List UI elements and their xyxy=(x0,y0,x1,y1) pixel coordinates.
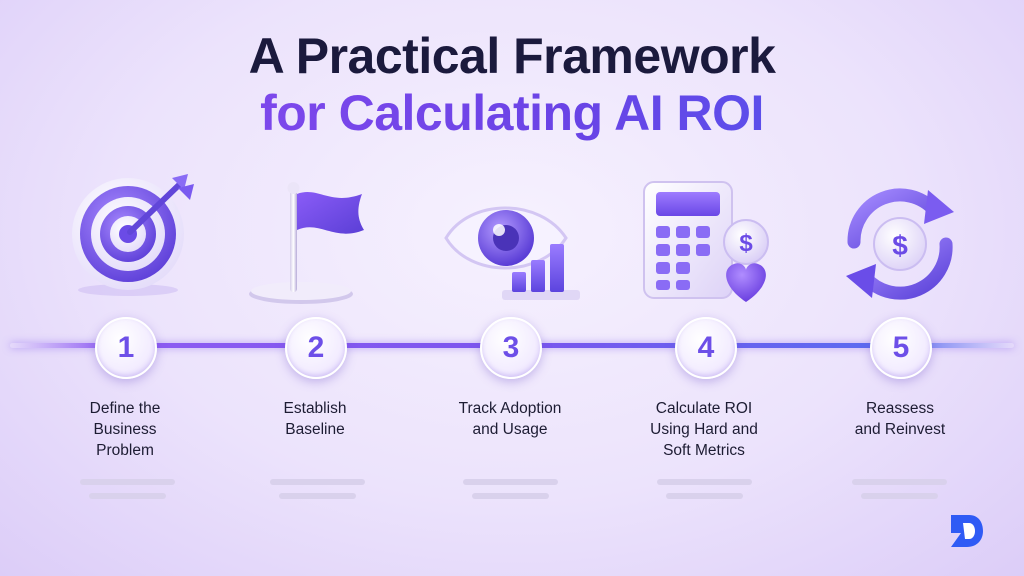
placeholder-bar xyxy=(861,493,938,499)
refresh-dollar-icon: $ xyxy=(846,188,954,300)
placeholder-bar xyxy=(657,479,752,485)
svg-text:$: $ xyxy=(739,230,753,257)
placeholder-bar xyxy=(852,479,947,485)
step-1-number: 1 xyxy=(95,317,157,379)
title-line-2: for Calculating AI ROI xyxy=(0,84,1024,142)
placeholder-bar xyxy=(279,493,356,499)
calculator-dollar-heart-icon: $ xyxy=(643,181,769,302)
step-2-number: 2 xyxy=(285,317,347,379)
step-5-number: 5 xyxy=(870,317,932,379)
step-3-number: 3 xyxy=(480,317,542,379)
title: A Practical Framework for Calculating AI… xyxy=(0,28,1024,142)
placeholder-bar xyxy=(463,479,558,485)
title-line-1: A Practical Framework xyxy=(248,28,776,84)
brand-logo-icon xyxy=(951,515,983,547)
step-4-number: 4 xyxy=(675,317,737,379)
target-arrow-icon xyxy=(72,174,194,296)
flag-icon xyxy=(249,182,364,304)
placeholder-bar xyxy=(80,479,175,485)
placeholder-bar xyxy=(472,493,549,499)
placeholder-bar xyxy=(666,493,743,499)
eye-chart-icon xyxy=(444,206,580,300)
svg-text:$: $ xyxy=(892,230,908,261)
placeholder-bar xyxy=(270,479,365,485)
placeholder-bar xyxy=(89,493,166,499)
